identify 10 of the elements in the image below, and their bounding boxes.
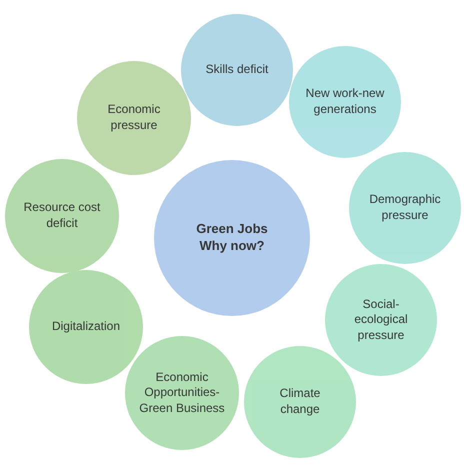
circle-label: Skills deficit [204, 62, 270, 78]
circle-label: Digitalization [50, 319, 122, 335]
circle-label: Resource cost deficit [22, 200, 102, 232]
circle-label: Economic pressure [106, 102, 162, 134]
circle-label: New work-new generations [304, 86, 386, 118]
circle-label: Economic Opportunities-Green Business [138, 370, 226, 416]
circle-label: Climate change [278, 386, 322, 418]
circle-label: Green Jobs Why now? [195, 221, 269, 255]
circle-label: Demographic pressure [368, 192, 442, 224]
circle-label: Social-ecological pressure [353, 296, 409, 344]
